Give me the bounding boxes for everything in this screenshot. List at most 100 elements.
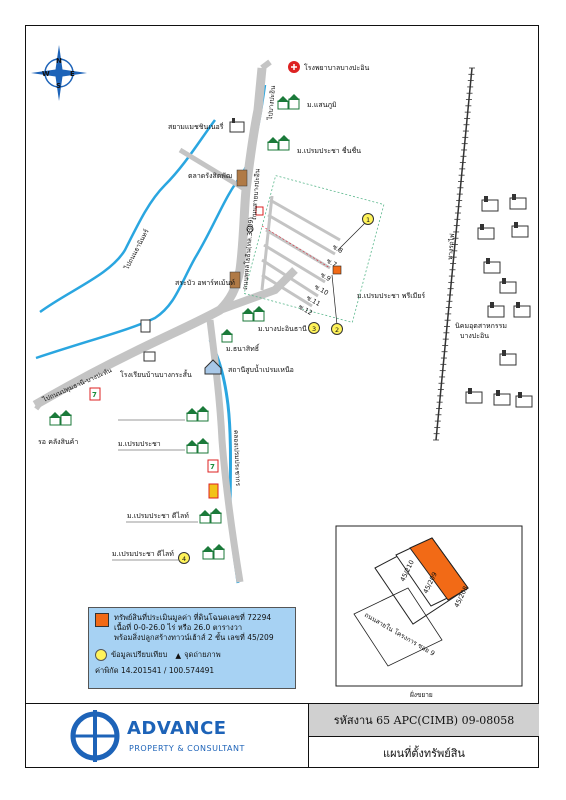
- svg-text:1: 1: [366, 216, 370, 224]
- subject-mark-small: [332, 265, 342, 275]
- label-m-bangpain-thani: ม.บางปะอินธานี: [258, 325, 307, 333]
- building-icon: [236, 169, 248, 187]
- label-saraburi: สระบัว อพาร์ทเม้นท์: [175, 279, 235, 287]
- comparison-marker-4: 4: [178, 552, 190, 564]
- comparison-marker-3: 3: [308, 322, 320, 334]
- building-icon: [229, 271, 241, 289]
- leader-2: [331, 274, 338, 326]
- house-icon: [199, 508, 222, 524]
- map-title: แผนที่ตั้งทรัพย์สิน: [383, 746, 465, 760]
- leader-1: [337, 219, 369, 251]
- route-red: [261, 225, 331, 269]
- compass-n: N: [56, 57, 62, 65]
- comparison-marker-1: 1: [362, 213, 374, 225]
- comparison-marker-2: 2: [331, 323, 343, 335]
- comparison-swatch: [95, 649, 107, 661]
- road-to-hospital: [260, 59, 272, 71]
- logo-cell: ADVANCE PROPERTY & CONSULTANT: [25, 704, 309, 768]
- compass-e: E: [70, 70, 75, 78]
- seven-eleven-icon: [89, 387, 101, 401]
- label-m-prem-premier: ม.เปรมประชา พรีเมียร์: [357, 292, 425, 300]
- label-school: โรงเรียนบ้านบางกระสั้น: [120, 368, 192, 379]
- project-boundary: [243, 175, 385, 323]
- svg-text:4: 4: [182, 555, 186, 563]
- house-icon: [202, 544, 225, 560]
- brand-subtitle: PROPERTY & CONSULTANT: [129, 744, 245, 753]
- gas-station-icon: [140, 319, 151, 333]
- house-icon: [267, 135, 290, 151]
- shop-icon: [208, 483, 219, 499]
- legend-box: ทรัพย์สินที่ประเมินมูลค่า ที่ดินโฉนดเลขท…: [88, 607, 296, 689]
- label-road-bottom: ไปถนนปทุมธานี-บางปะหัน: [41, 366, 114, 404]
- label-siam-machinery: สยามแมชชินเนอรี่: [168, 122, 224, 131]
- house-icon: [221, 329, 233, 343]
- inset-bottom: ฝั่งขยาย: [410, 690, 433, 699]
- svg-text:7: 7: [210, 463, 215, 471]
- brand-name: ADVANCE: [127, 718, 227, 739]
- factory-icon: [513, 302, 531, 318]
- factory-icon: [465, 388, 483, 404]
- factory-icon: [487, 302, 505, 318]
- label-talat: ตลาดรังสิตพัฒ: [188, 172, 232, 180]
- label-m-thanasit: ม.ธนาสิทธิ์: [226, 343, 260, 353]
- house-icon: [277, 94, 300, 110]
- map-sheet: [25, 25, 539, 768]
- house-icon: [186, 406, 209, 422]
- label-m-prem-dlight-4: ม.เปรมประชา ดีไลท์: [112, 549, 174, 558]
- legend-coords: ค่าพิกัด 14.201541 / 100.574491: [95, 666, 215, 675]
- label-m-premprachachai: ม.เปรมประชา: [118, 440, 161, 448]
- compass-s: S: [56, 82, 61, 90]
- label-canal: คลองเปรมประชากร: [232, 430, 242, 487]
- camera-icon: [246, 225, 254, 233]
- svg-text:2: 2: [335, 326, 339, 334]
- legend-asset-line3: พร้อมสิ่งปลูกสร้างทาวน์เฮ้าส์ 2 ชั้น เลข…: [114, 633, 274, 642]
- house-icon: [242, 306, 265, 322]
- inset-map: 45/210 45/209 45/208 ถนนสายใน โครงการ ซอ…: [335, 525, 523, 699]
- factory-icon: [509, 194, 527, 210]
- label-leaders: [112, 419, 198, 561]
- label-m-prem-chuen: ม.เปรมประชา ชื่นชื่น: [297, 146, 361, 155]
- label-hospital: โรงพยาบาลบางปะอิน: [304, 63, 369, 72]
- railway: [435, 67, 473, 441]
- label-railway: ทางรถไฟ: [446, 233, 456, 260]
- legend-photo: จุดถ่ายภาพ: [184, 650, 221, 659]
- label-m-prem-dlight: ม.เปรมประชา ดีไลท์: [127, 511, 189, 520]
- compass-rose: N S W E: [31, 45, 87, 101]
- house-icon: [49, 410, 72, 426]
- label-road-bangpain: ไปบางปะอิน: [266, 85, 277, 121]
- road-left-bottom: [34, 402, 42, 411]
- factory-icon: [499, 350, 517, 366]
- railway-ties: [433, 67, 475, 441]
- road-upper-left: [178, 147, 248, 193]
- label-m-saenphum: ม.แสนภูมิ: [307, 101, 337, 109]
- school-icon: [143, 351, 156, 362]
- factory-icon: [477, 224, 495, 240]
- advance-logo-icon: [70, 710, 120, 762]
- factory-icon: [229, 118, 245, 133]
- factory-icon: [511, 222, 529, 238]
- factory-icon: [481, 196, 499, 212]
- subject-swatch: [95, 613, 109, 627]
- road-south: [206, 319, 244, 583]
- factory-icons: [465, 194, 533, 408]
- factory-icon: [483, 258, 501, 274]
- legend-compare: ข้อมูลเปรียบเทียบ: [111, 650, 168, 659]
- footer: ADVANCE PROPERTY & CONSULTANT รหัสงาน 65…: [25, 703, 539, 768]
- pump-station-icon: [204, 359, 222, 375]
- job-code: รหัสงาน 65 APC(CIMB) 09-08058: [309, 704, 539, 737]
- canal-upper-left: [39, 119, 217, 314]
- svg-text:7: 7: [92, 391, 97, 399]
- camera-icon: ▲: [175, 650, 182, 660]
- house-icon: [186, 438, 209, 454]
- shop-icon: [255, 206, 264, 216]
- factory-icon: [493, 390, 511, 406]
- svg-text:3: 3: [312, 325, 316, 333]
- subject-plot: [409, 537, 469, 601]
- factory-icon: [515, 392, 533, 408]
- label-canal-2: ถนนสายบางปะอิน: [250, 168, 262, 220]
- compass-w: W: [42, 70, 50, 78]
- label-industrial-estate: นิคมอุตสาหกรรมบางปะอิน: [455, 322, 507, 340]
- factory-icon: [499, 278, 517, 294]
- legend-asset-line1: ทรัพย์สินที่ประเมินมูลค่า ที่ดินโฉนดเลขท…: [114, 613, 272, 622]
